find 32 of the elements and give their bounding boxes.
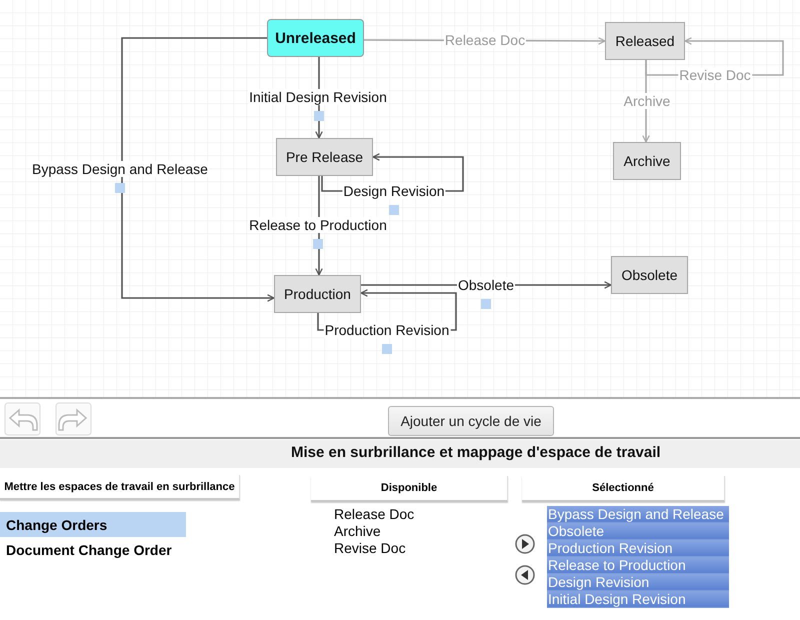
selected-list-option: Design Revision — [547, 574, 729, 591]
column-header: Mettre les espaces de travail en surbrillance — [0, 475, 240, 500]
transition-arrow — [121, 37, 275, 302]
list-option: Revise Doc — [334, 540, 494, 557]
edge-label: Revise Doc — [678, 67, 752, 83]
selected-list-option: Bypass Design and Release — [547, 506, 729, 523]
edge-label: Release Doc — [444, 32, 526, 48]
workspace-list-item: Document Change Order — [5, 540, 173, 560]
state-box: Released — [605, 22, 685, 60]
edge-label: Archive — [622, 93, 672, 109]
state-box: Archive — [613, 142, 681, 180]
column-header: Disponible — [311, 476, 508, 502]
column-header: Sélectionné — [522, 476, 725, 502]
state-box: Obsolete — [611, 256, 688, 294]
section-title: Mise en surbrillance et mappage d'espace de travail — [291, 444, 662, 463]
workspace-list-item: Change Orders — [0, 512, 186, 537]
edge-label: Design Revision — [342, 183, 446, 199]
list-option: Release Doc — [334, 506, 494, 523]
selected-list-option: Release to Production — [547, 557, 729, 574]
selected-list-option: Production Revision — [547, 540, 729, 557]
state-box: Pre Release — [276, 138, 373, 176]
edge-label: Release to Production — [248, 217, 388, 233]
list-option: Archive — [334, 523, 494, 540]
edge-label: Production Revision — [324, 322, 450, 338]
selected-list-option: Initial Design Revision — [547, 591, 729, 608]
state-box: Production — [274, 275, 361, 313]
add-lifecycle-button: Ajouter un cycle de vie — [388, 406, 554, 436]
edge-label: Bypass Design and Release — [31, 161, 209, 177]
edge-label: Obsolete — [456, 277, 516, 293]
edge-label: Initial Design Revision — [248, 89, 388, 105]
selected-list-option: Obsolete — [547, 523, 729, 540]
start-state-box: Unreleased — [267, 19, 364, 57]
